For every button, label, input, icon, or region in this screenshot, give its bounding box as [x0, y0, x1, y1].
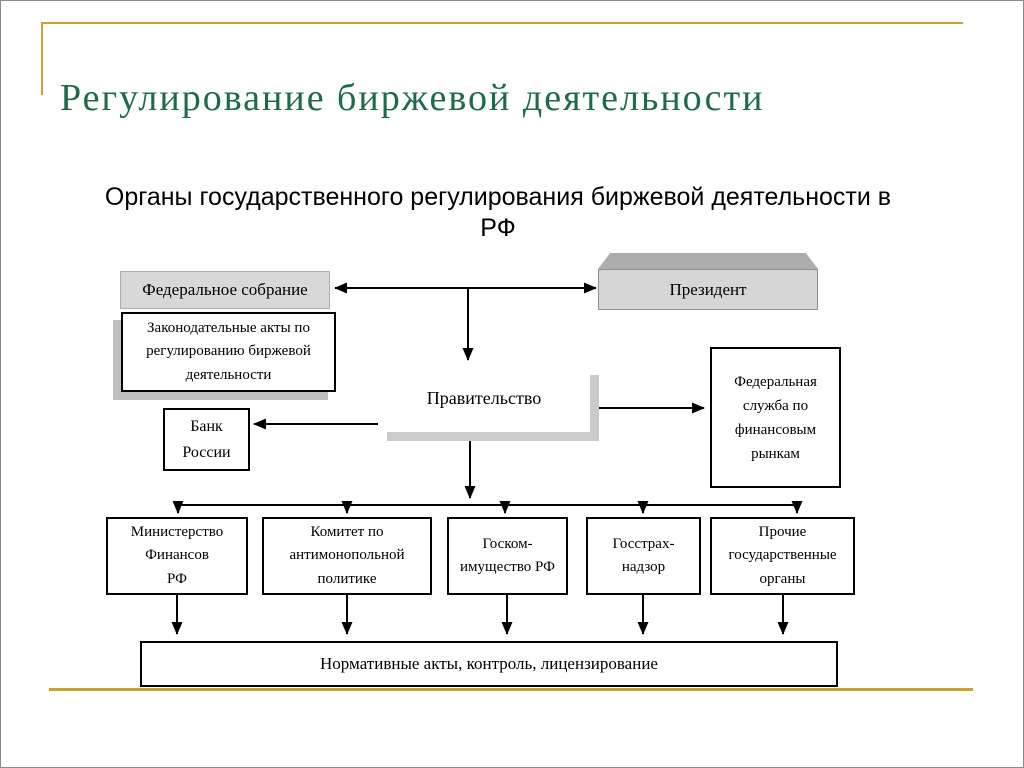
slide-title: Регулирование биржевой деятельности: [60, 77, 765, 119]
antimonopoly-committee-line: антимонопольной: [289, 547, 405, 564]
legislative-acts-line: деятельности: [185, 366, 272, 383]
financial-markets-service-line: финансовым: [734, 421, 817, 438]
antimonopoly-committee-line: Комитет по: [310, 524, 384, 541]
other-state-bodies-line: органы: [759, 570, 806, 587]
financial-markets-service-line: служба по: [742, 397, 809, 414]
ministry-of-finance-line: Финансов: [145, 547, 209, 564]
subtitle-line-2: РФ: [480, 213, 516, 242]
financial-markets-service-line: Федеральная: [734, 373, 817, 390]
legislative-acts-line: Законодательные акты по: [147, 320, 310, 337]
gosstrakhnadzor-line: надзор: [621, 559, 666, 575]
node-federal-assembly: Федеральное собрание: [120, 271, 330, 309]
bank-of-russia-line: России: [182, 443, 231, 461]
president-label: Президент: [669, 279, 747, 299]
financial-markets-service-line: рынкам: [751, 445, 800, 462]
node-legislative-acts: Законодательные акты по регулированию би…: [121, 312, 336, 392]
node-financial-markets-service: Федеральная служба по финансовым рынкам: [710, 347, 841, 488]
government-label: Правительство: [426, 388, 542, 409]
node-normative-bar: Нормативные акты, контроль, лицензирован…: [140, 641, 838, 687]
bank-of-russia-line: Банк: [190, 417, 223, 435]
top-accent-line: [41, 22, 963, 24]
president-box-top-face: [598, 253, 818, 269]
ministry-of-finance-line: РФ: [167, 570, 187, 587]
node-government: Правительство: [378, 366, 590, 432]
antimonopoly-committee-line: политике: [317, 570, 377, 587]
legislative-acts-line: регулированию биржевой: [146, 343, 311, 360]
other-state-bodies-line: Прочие: [758, 524, 807, 541]
normative-bar-label: Нормативные акты, контроль, лицензирован…: [320, 653, 658, 673]
other-state-bodies-line: государственные: [728, 547, 837, 564]
ministry-of-finance-line: Министерство: [130, 524, 224, 541]
slide-subtitle: Органы государственного регулирования би…: [30, 182, 966, 243]
node-bank-of-russia: Банк России: [163, 408, 250, 471]
gosstrakhnadzor-line: Госстрах-: [612, 535, 675, 552]
node-goskomimushchestvo: Госком- имущество РФ: [447, 517, 568, 595]
bottom-accent-line: [49, 688, 973, 691]
corner-accent-line: [41, 22, 43, 95]
federal-assembly-label: Федеральное собрание: [142, 280, 308, 299]
node-ministry-of-finance: Министерство Финансов РФ: [106, 517, 248, 595]
subtitle-line-1: Органы государственного регулирования би…: [104, 183, 892, 211]
node-president: Президент: [598, 269, 818, 310]
goskomimushchestvo-line: имущество РФ: [460, 559, 555, 575]
node-gosstrakhnadzor: Госстрах- надзор: [586, 517, 701, 595]
node-other-state-bodies: Прочие государственные органы: [710, 517, 855, 595]
node-antimonopoly-committee: Комитет по антимонопольной политике: [262, 517, 432, 595]
goskomimushchestvo-line: Госком-: [482, 535, 533, 552]
